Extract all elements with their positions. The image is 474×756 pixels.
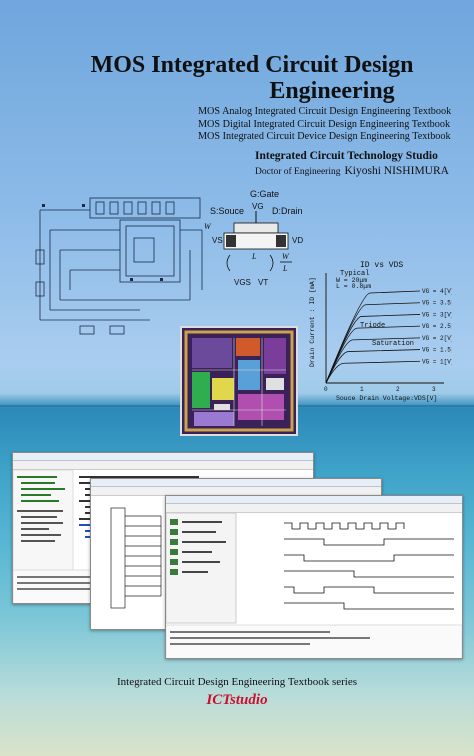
circuit-layout-schematic [35,197,203,335]
subtitle-digital: MOS Digital Integrated Circuit Design En… [198,118,451,130]
iv-curve-label: VG = 1.5[V] [422,347,452,354]
subtitle-analog: MOS Analog Integrated Circuit Design Eng… [198,106,452,117]
iv-curve [325,349,421,384]
window-titlebar [91,479,381,487]
vg-label: VG [252,202,264,211]
w-label: W [204,222,212,231]
drain-label: D:Drain [272,206,303,216]
series-label: Integrated Circuit Design Engineering Te… [116,676,358,688]
doctor-label: Doctor of Engineering [255,167,341,177]
iv-l: L = 0.8μm [336,283,371,290]
title-line-2: Engineering [269,78,395,104]
iv-curves [325,290,421,384]
vd-label: VD [292,236,303,245]
iv-triode: Triode [360,322,385,330]
author-name: Kiyoshi NISHIMURA [344,165,449,177]
window-toolbar [13,461,313,470]
iv-x-tick-0: 0 [324,386,328,393]
ratio-w-label: W [282,252,290,261]
window-titlebar [166,496,462,504]
iv-curve-label: VG = 3[V] [422,311,452,318]
iv-curve-labels: VG = 4[V] VG = 3.5[V] VG = 3[V] VG = 2.5[V]… [422,288,452,365]
l-label: L [251,252,257,261]
iv-curve-label: VG = 2[V] [422,335,452,342]
iv-curve-label: VG = 4[V] [422,288,452,295]
publisher-studio: Integrated Circuit Technology Studio [255,150,438,162]
subtitle-list: MOS Analog Integrated Circuit Design Eng… [198,106,460,144]
iv-title: ID vs VDS [360,261,403,270]
iv-curve-label: VG = 3.5[V] [422,300,452,307]
ratio-l-label: L [282,264,288,273]
iv-curve-label: VG = 2.5[V] [422,323,452,330]
iv-curve [325,360,421,384]
source-label: S:Souce [210,206,244,216]
window-titlebar [13,453,313,461]
iv-typical: Typical [340,270,369,278]
vt-label: VT [258,278,268,287]
title-line-1: MOS Integrated Circuit Design [90,52,414,78]
iv-x-tick-1: 1 [360,386,364,393]
iv-x-tick-3: 3 [432,386,436,393]
iv-w: W = 20μm [336,277,367,284]
iv-curve-label: VG = 1[V] [422,358,452,365]
subtitle-device: MOS Integrated Circuit Device Design Eng… [198,131,451,143]
chip-die-graphic [182,328,296,434]
iv-saturation: Saturation [372,340,414,348]
iv-xlabel: Souce Drain Voltage:VDS[V] [336,395,437,402]
book-title: MOS Integrated Circuit Design Engineerin… [0,52,474,104]
iv-x-tick-2: 2 [396,386,400,393]
iv-characteristic-graph: ID vs VDS Typical W = 20μm L = 0.8μm VG … [309,261,452,402]
iv-ylabel: Drain Current : ID [mA] [309,277,316,367]
vs-label: VS [212,236,223,245]
chip-die-photo [180,326,298,436]
software-window-right [165,495,463,659]
window-toolbar [166,504,462,513]
vgs-label: VGS [234,278,251,287]
brand-logo: ICTstudio [206,692,268,708]
gate-label: G:Gate [250,189,279,199]
mos-transistor-diagram: G:Gate S:Souce D:Drain VG VS VD L W W L … [204,189,303,287]
waveform-view [166,512,462,658]
